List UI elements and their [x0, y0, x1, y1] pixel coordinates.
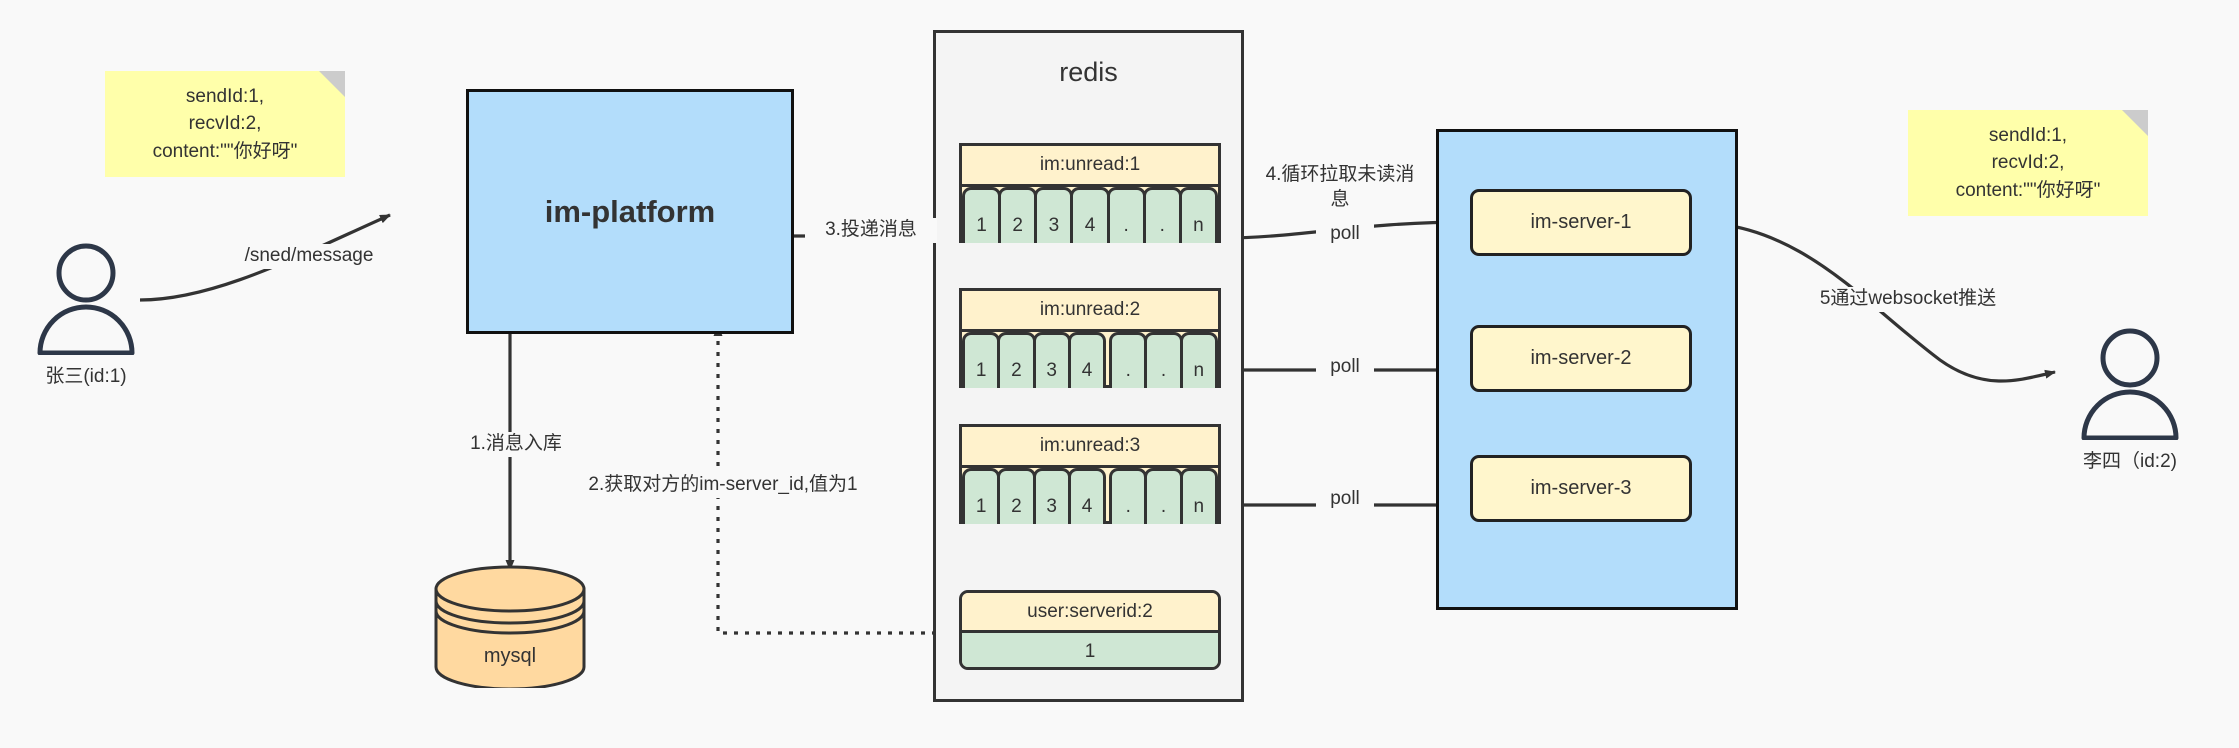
edge-label-step1: 1.消息入库: [455, 432, 577, 457]
redis-kv-value: 1: [962, 633, 1218, 667]
im-platform-label: im-platform: [544, 193, 716, 229]
list-cell: 4: [1070, 187, 1110, 243]
node-im-server-3[interactable]: im-server-3: [1470, 455, 1692, 522]
list-cell: n: [1178, 187, 1218, 243]
list-cell: .: [1106, 187, 1146, 243]
edge-label-poll-1: poll: [1316, 222, 1374, 247]
note-receiver-payload: sendId:1, recvId:2, content:""你好呀": [1908, 110, 2148, 216]
list-cell: 1: [962, 332, 1001, 388]
node-mysql[interactable]: [432, 563, 588, 691]
im-server-1-label: im-server-1: [1530, 211, 1632, 233]
list-cell: 1: [962, 468, 1001, 524]
database-cylinder-icon: [434, 565, 586, 691]
list-cell: 2: [998, 187, 1038, 243]
list-cell: 3: [1034, 187, 1074, 243]
edge-label-send-message: /sned/message: [228, 244, 390, 269]
list-cell: n: [1179, 332, 1218, 388]
list-cell: .: [1109, 332, 1148, 388]
mysql-label: mysql: [483, 645, 537, 667]
edge-label-step4: 4.循环拉取未读消 息: [1254, 163, 1426, 213]
redis-list-1-key: im:unread:1: [962, 146, 1218, 187]
note-sender-text: sendId:1, recvId:2, content:""你好呀": [152, 85, 298, 162]
list-cell: 3: [1032, 332, 1071, 388]
redis-list-2-key: im:unread:2: [962, 291, 1218, 332]
actor-sender: 张三(id:1): [31, 240, 141, 388]
list-cell: .: [1142, 187, 1182, 243]
redis-list-im-unread-2[interactable]: im:unread:2 1 2 3 4 . . n: [959, 288, 1221, 388]
note-fold-corner: [319, 71, 345, 97]
note-receiver-text: sendId:1, recvId:2, content:""你好呀": [1955, 124, 2101, 201]
redis-title: redis: [1059, 57, 1118, 87]
redis-list-3-key: im:unread:3: [962, 427, 1218, 468]
redis-kv-key: user:serverid:2: [962, 593, 1218, 633]
list-cell: 3: [1032, 468, 1071, 524]
actor-receiver: 李四（id:2): [2075, 325, 2185, 473]
list-cell: 1: [962, 187, 1002, 243]
redis-list-2-cells: 1 2 3 4 . . n: [962, 332, 1218, 388]
edge-label-poll-2: poll: [1316, 355, 1374, 380]
list-cell: n: [1179, 468, 1218, 524]
list-cell: .: [1109, 468, 1148, 524]
list-cell: .: [1144, 468, 1183, 524]
edge-label-step5: 5通过websocket推送: [1782, 287, 2034, 312]
list-cell: 4: [1067, 332, 1107, 388]
list-cell: 4: [1067, 468, 1107, 524]
list-cell: 2: [997, 468, 1036, 524]
list-cell: .: [1144, 332, 1183, 388]
redis-list-1-cells: 1 2 3 4 . . n: [962, 187, 1218, 243]
redis-list-im-unread-3[interactable]: im:unread:3 1 2 3 4 . . n: [959, 424, 1221, 524]
note-sender-payload: sendId:1, recvId:2, content:""你好呀": [105, 71, 345, 177]
list-cell: 2: [997, 332, 1036, 388]
redis-list-im-unread-1[interactable]: im:unread:1 1 2 3 4 . . n: [959, 143, 1221, 243]
node-im-server-2[interactable]: im-server-2: [1470, 325, 1692, 392]
im-server-3-label: im-server-3: [1530, 477, 1632, 499]
actor-receiver-label: 李四（id:2): [2083, 451, 2177, 472]
actor-sender-label: 张三(id:1): [45, 366, 127, 387]
person-icon: [37, 243, 135, 355]
mysql-label-wrap: mysql: [432, 645, 588, 668]
edge-label-step3: 3.投递消息: [805, 218, 937, 243]
node-im-server-1[interactable]: im-server-1: [1470, 189, 1692, 256]
note-fold-corner: [2122, 110, 2148, 136]
edge-label-step2: 2.获取对方的im-server_id,值为1: [572, 473, 874, 498]
redis-list-3-cells: 1 2 3 4 . . n: [962, 468, 1218, 524]
redis-kv-user-serverid[interactable]: user:serverid:2 1: [959, 590, 1221, 670]
im-server-2-label: im-server-2: [1530, 347, 1632, 369]
edge-label-poll-3: poll: [1316, 487, 1374, 512]
node-im-platform[interactable]: im-platform: [466, 89, 794, 334]
person-icon: [2081, 328, 2179, 440]
